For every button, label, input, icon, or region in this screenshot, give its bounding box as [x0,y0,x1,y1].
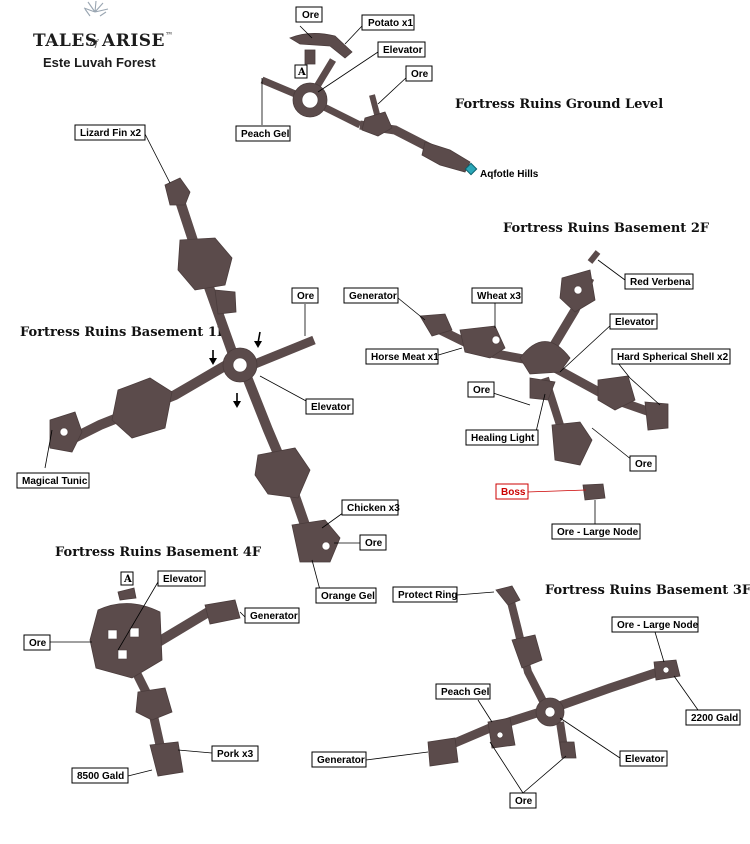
svg-text:Generator: Generator [250,611,298,622]
svg-text:Peach Gel: Peach Gel [441,687,490,698]
label-b4-pork[interactable]: Pork x3 [211,745,259,762]
svg-text:Ore: Ore [29,638,47,649]
svg-text:Hard Spherical Shell x2: Hard Spherical Shell x2 [617,352,729,363]
marker-a-ground: A [294,64,308,79]
exit-marker-icon [464,162,478,176]
logo-trademark: ™ [165,31,173,40]
svg-text:Lizard Fin x2: Lizard Fin x2 [80,128,142,139]
label-b1-orange-gel[interactable]: Orange Gel [315,587,377,604]
logo-word-left: TALES [33,31,98,51]
basement-1f-map [49,177,341,563]
label-b1-ore[interactable]: Ore [291,287,319,304]
label-b2-healing-light[interactable]: Healing Light [465,429,539,446]
svg-text:Orange Gel: Orange Gel [321,591,375,602]
logo-word-right: ARISE [101,31,165,51]
label-b3-generator[interactable]: Generator [311,751,367,768]
basement-3f-map [427,585,681,767]
label-b1-lizard-fin[interactable]: Lizard Fin x2 [74,124,146,141]
floor-title-b1: Fortress Ruins Basement 1F [20,325,227,340]
label-b2-red-verbena[interactable]: Red Verbena [624,273,694,290]
svg-text:Pork x3: Pork x3 [217,749,254,760]
svg-text:Elevator: Elevator [311,402,351,413]
game-logo: TALES of ARISE ™ Este Luvah Forest [33,0,173,70]
label-b2-horse-meat[interactable]: Horse Meat x1 [365,348,439,365]
label-b4-ore[interactable]: Ore [23,634,51,651]
basement-2f-map [419,250,669,501]
label-b4-elevator[interactable]: Elevator [157,570,206,587]
svg-text:Boss: Boss [501,487,526,498]
label-b1-ore-bottom[interactable]: Ore [359,534,387,551]
label-ground-ore-right[interactable]: Ore [405,65,433,82]
svg-text:Potato x1: Potato x1 [368,18,413,29]
label-b2-boss[interactable]: Boss [495,483,529,500]
svg-text:Ore: Ore [365,538,383,549]
svg-text:Elevator: Elevator [625,754,665,765]
svg-text:Ore: Ore [515,796,533,807]
label-ground-ore-top[interactable]: Ore [295,6,323,23]
svg-text:Protect Ring: Protect Ring [398,590,457,601]
label-b3-gald[interactable]: 2200 Gald [685,709,741,726]
label-b4-gald[interactable]: 8500 Gald [71,767,129,784]
label-b1-magical-tunic[interactable]: Magical Tunic [16,472,90,489]
label-b3-peach-gel[interactable]: Peach Gel [435,683,491,700]
ground-level-map [260,33,478,176]
svg-text:2200 Gald: 2200 Gald [691,713,738,724]
svg-text:Elevator: Elevator [615,317,655,328]
svg-text:Generator: Generator [317,755,365,766]
svg-text:Magical Tunic: Magical Tunic [22,476,88,487]
floor-title-ground: Fortress Ruins Ground Level [455,97,663,112]
svg-text:Ore: Ore [302,10,320,21]
svg-text:Ore - Large Node: Ore - Large Node [617,620,699,631]
svg-text:Peach Gel: Peach Gel [241,129,290,140]
label-ground-potato[interactable]: Potato x1 [361,14,415,31]
marker-a-b4: A [120,571,134,586]
label-b1-elevator[interactable]: Elevator [305,398,354,415]
label-b3-protect-ring[interactable]: Protect Ring [392,586,458,603]
label-b2-ore-left[interactable]: Ore [467,381,495,398]
label-b2-wheat[interactable]: Wheat x3 [471,287,523,304]
logo-word-of: of [90,39,100,48]
svg-text:Horse Meat x1: Horse Meat x1 [371,352,439,363]
svg-text:Healing Light: Healing Light [471,433,535,444]
label-ground-exit-aqfotle-hills[interactable]: Aqfotle Hills [480,169,539,180]
label-b2-hard-spherical-shell[interactable]: Hard Spherical Shell x2 [611,348,731,365]
label-b2-generator[interactable]: Generator [343,287,399,304]
svg-text:Elevator: Elevator [383,45,423,56]
area-subtitle: Este Luvah Forest [43,55,156,70]
svg-text:Elevator: Elevator [163,574,203,585]
map-labels: Ore Potato x1 Elevator Ore Peach Gel Aqf… [16,6,741,809]
svg-text:A: A [123,574,132,585]
label-ground-peach-gel[interactable]: Peach Gel [235,125,291,142]
svg-text:Generator: Generator [349,291,397,302]
svg-text:A: A [297,67,306,78]
label-b2-ore-large-node[interactable]: Ore - Large Node [551,523,641,540]
label-b1-chicken[interactable]: Chicken x3 [341,499,400,516]
label-b3-elevator[interactable]: Elevator [619,750,668,767]
svg-text:Ore: Ore [635,459,653,470]
label-b3-ore[interactable]: Ore [509,792,537,809]
svg-text:Wheat x3: Wheat x3 [477,291,521,302]
logo-feather-icon [83,0,109,17]
svg-text:Red Verbena: Red Verbena [630,277,691,288]
svg-text:Ore: Ore [411,69,429,80]
floor-title-b2: Fortress Ruins Basement 2F [503,221,710,236]
label-b2-ore-right[interactable]: Ore [629,455,657,472]
svg-text:Chicken x3: Chicken x3 [347,503,400,514]
leader-lines [44,25,699,794]
svg-text:Ore: Ore [297,291,315,302]
svg-text:8500 Gald: 8500 Gald [77,771,124,782]
floor-title-b3: Fortress Ruins Basement 3F [545,583,750,598]
label-b2-elevator[interactable]: Elevator [609,313,658,330]
label-ground-elevator[interactable]: Elevator [377,41,426,58]
svg-text:Ore - Large Node: Ore - Large Node [557,527,639,538]
label-b3-ore-large-node[interactable]: Ore - Large Node [611,616,699,633]
label-b4-generator[interactable]: Generator [244,607,300,624]
basement-4f-map [89,587,241,777]
floor-title-b4: Fortress Ruins Basement 4F [55,545,262,560]
svg-text:Ore: Ore [473,385,491,396]
down-arrow-icon [209,331,262,408]
